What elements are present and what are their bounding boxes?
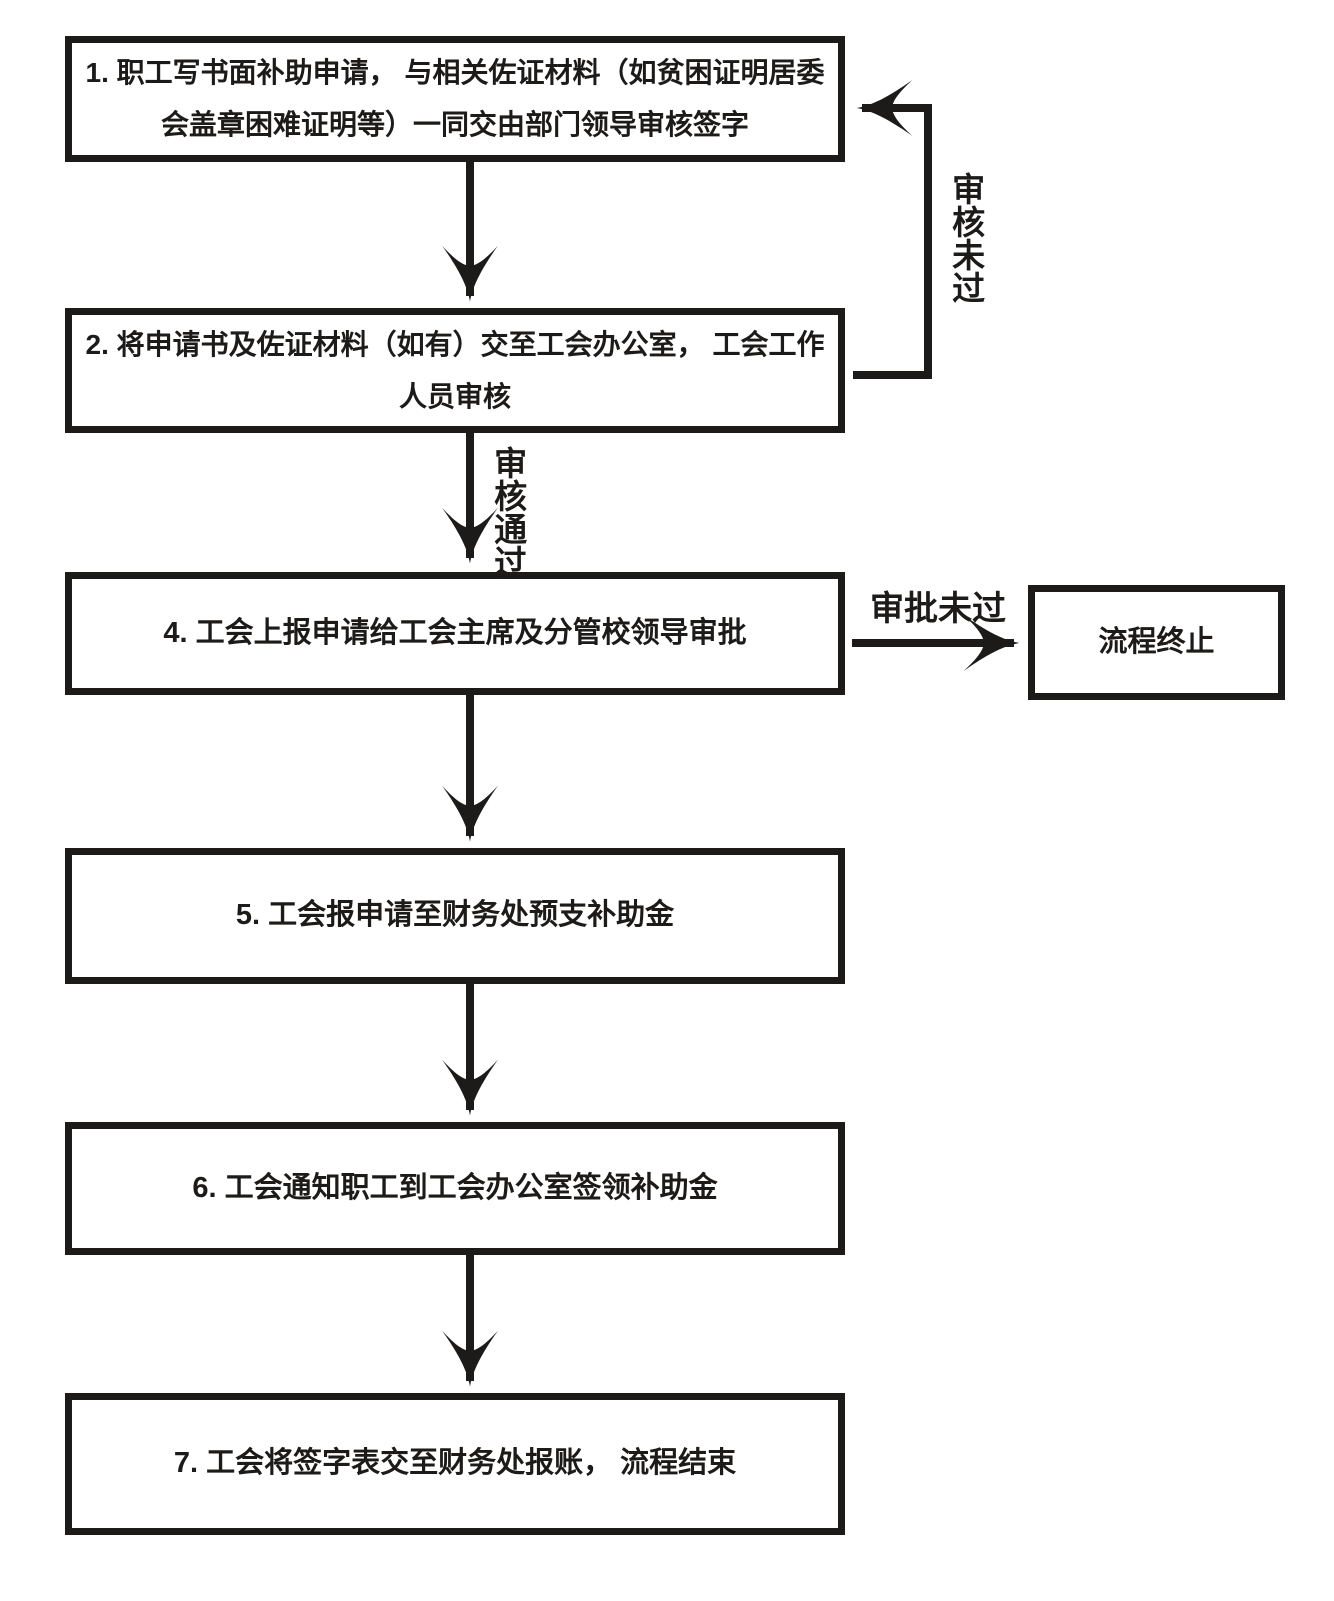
step-4-text: 4. 工会上报申请给工会主席及分管校领导审批 (163, 616, 747, 649)
step-2-text: 2. 将申请书及佐证材料（如有）交至工会办公室， 工会工作 人员审核 (85, 328, 825, 412)
step-1-box: 1. 职工写书面补助申请， 与相关佐证材料（如贫困证明居委 会盖章困难证明等）一… (65, 36, 845, 162)
label-review-passed: 审核通过 (489, 446, 527, 578)
step-5-text: 5. 工会报申请至财务处预支补助金 (235, 899, 675, 932)
step-4-box: 4. 工会上报申请给工会主席及分管校领导审批 (65, 572, 845, 695)
arrow-review-fail-loopback (853, 80, 932, 379)
label-approval-not-passed: 审批未过 (870, 590, 1006, 628)
step-2-box: 2. 将申请书及佐证材料（如有）交至工会办公室， 工会工作 人员审核 (65, 308, 845, 433)
label-review-not-passed: 审核未过 (947, 172, 985, 304)
step-5-box: 5. 工会报申请至财务处预支补助金 (65, 848, 845, 984)
step-7-text: 7. 工会将签字表交至财务处报账， 流程结束 (173, 1447, 737, 1480)
step-6-text: 6. 工会通知职工到工会办公室签领补助金 (192, 1171, 718, 1204)
step-1-text: 1. 职工写书面补助申请， 与相关佐证材料（如贫困证明居委 会盖章困难证明等）一… (85, 57, 825, 140)
step-7-box: 7. 工会将签字表交至财务处报账， 流程结束 (65, 1393, 845, 1535)
step-6-box: 6. 工会通知职工到工会办公室签领补助金 (65, 1122, 845, 1255)
terminator-text: 流程终止 (1098, 625, 1215, 658)
terminator-box: 流程终止 (1028, 585, 1285, 700)
